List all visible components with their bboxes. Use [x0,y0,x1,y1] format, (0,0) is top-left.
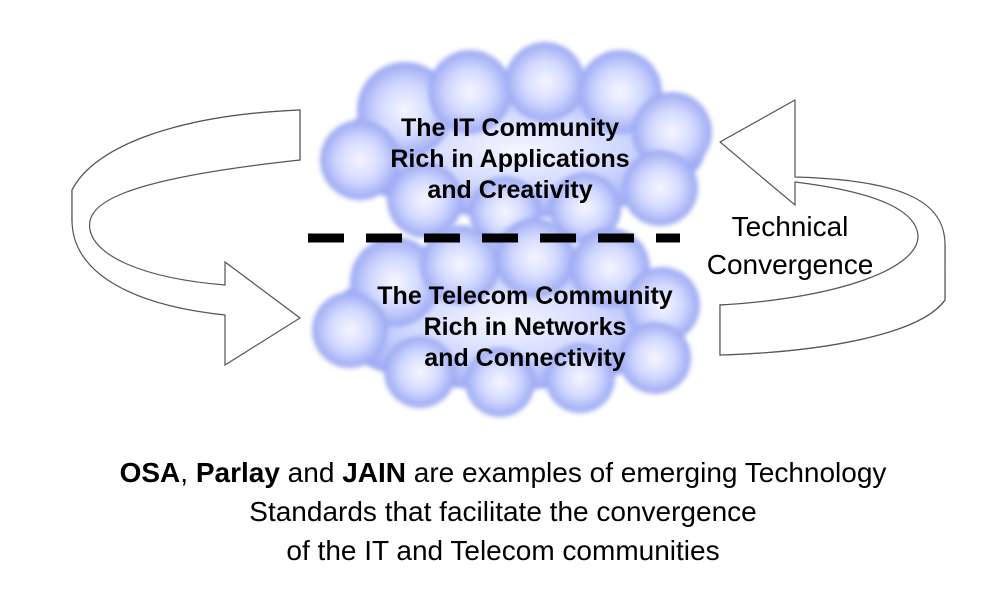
caption-line-3: of the IT and Telecom communities [286,535,720,566]
left-circular-arrow [71,109,302,367]
cloud-telecom-community [312,218,700,417]
telecom-community-line-1: The Telecom Community [377,282,673,310]
caption-and: and [279,457,343,488]
caption-jain: JAIN [342,457,406,488]
caption-rest: are examples of emerging Technology [405,457,887,488]
it-community-label: The IT Community Rich in Applications an… [340,113,680,206]
convergence-line-1: Technical [731,211,849,242]
caption-parlay: Parlay [195,457,280,488]
convergence-line-2: Convergence [706,249,874,280]
caption-line-1: OSA, Parlay and JAIN are examples of eme… [0,453,1006,492]
caption-osa: OSA [119,457,181,488]
right-arrow-front-face [718,98,946,356]
cloud-it-community [320,42,712,248]
caption-sep: , [180,457,196,488]
caption-line-2: Standards that facilitate the convergenc… [249,496,757,527]
right-circular-arrow [718,98,946,356]
it-community-line-2: Rich in Applications [390,145,630,173]
left-arrow-front-face [71,109,302,367]
telecom-community-line-3: and Connectivity [424,344,626,372]
technical-convergence-label: Technical Convergence [690,208,890,284]
it-community-line-1: The IT Community [400,114,620,142]
it-community-line-3: and Creativity [427,176,593,204]
telecom-community-label: The Telecom Community Rich in Networks a… [340,281,710,374]
caption: OSA, Parlay and JAIN are examples of eme… [0,453,1006,570]
telecom-community-line-2: Rich in Networks [423,313,627,341]
